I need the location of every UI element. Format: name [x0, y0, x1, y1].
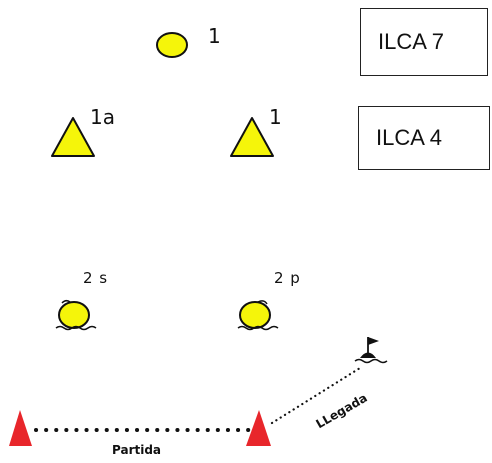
legend-ilca7-label: ILCA 7 — [378, 29, 445, 54]
mark-1-circle-label: 1 — [208, 24, 221, 48]
finish-buoy-flag-icon — [354, 337, 388, 364]
legend-box-ilca4: ILCA 4 — [358, 106, 490, 170]
gate-2p-buoy-icon — [237, 300, 279, 331]
legend-ilca4-label: ILCA 4 — [376, 125, 443, 150]
mark-1-triangle-label: 1 — [269, 105, 282, 129]
start-line-label: Partida — [112, 443, 162, 457]
start-mark-left-icon — [9, 410, 32, 446]
start-mark-right-icon — [246, 410, 271, 446]
gate-2p-label: 2 p — [274, 269, 301, 287]
mark-1-triangle-icon — [230, 117, 274, 157]
finish-line — [270, 366, 362, 425]
gate-2s-buoy-icon — [55, 299, 97, 331]
mark-1a-triangle-icon — [51, 117, 95, 157]
legend-box-ilca7: ILCA 7 — [360, 8, 488, 76]
gate-2s-label: 2 s — [83, 269, 109, 287]
mark-1-circle-icon — [156, 32, 188, 58]
mark-1a-label: 1a — [90, 105, 115, 129]
